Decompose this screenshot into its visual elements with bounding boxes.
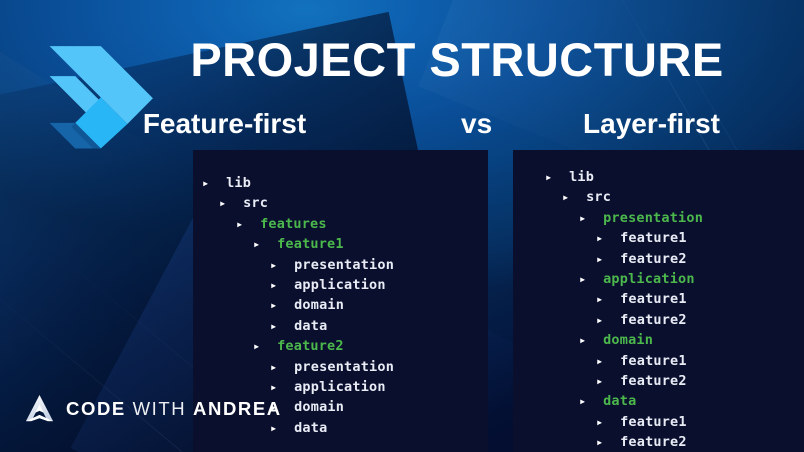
chevron-right-icon[interactable]: ▸: [579, 272, 587, 287]
tree-row-label: features: [260, 215, 327, 232]
chevron-right-icon[interactable]: ▸: [270, 400, 278, 415]
tree-row[interactable]: ▸ feature1: [545, 289, 804, 309]
chevron-right-icon[interactable]: ▸: [270, 298, 278, 313]
tree-row-label: feature2: [620, 311, 687, 328]
tree-row-label: presentation: [603, 209, 704, 226]
tree-row-label: data: [603, 393, 637, 410]
subtitle-feature-first: Feature-first: [142, 108, 307, 139]
chevron-right-icon[interactable]: ▸: [270, 359, 278, 374]
tree-row[interactable]: ▸ src: [202, 193, 488, 213]
chevron-right-icon[interactable]: ▸: [545, 170, 553, 184]
tree-row[interactable]: ▸ feature1: [545, 351, 804, 371]
tree-row-label: application: [294, 379, 386, 396]
tree-row[interactable]: ▸ feature2: [545, 371, 804, 391]
tree-row-label: domain: [603, 332, 654, 349]
tree-row[interactable]: ▸ application: [202, 275, 488, 295]
brand-word-andrea: ANDREA: [193, 397, 282, 419]
subtitle-layer-first: Layer-first: [583, 108, 720, 139]
chevron-right-icon[interactable]: ▸: [596, 414, 604, 429]
tree-row-label: presentation: [294, 256, 395, 273]
chevron-right-icon[interactable]: ▸: [596, 251, 604, 266]
tree-row[interactable]: ▸ feature2: [202, 336, 488, 356]
chevron-right-icon[interactable]: ▸: [253, 237, 261, 252]
feature-first-panel: ▸ lib▸ src▸ features▸ feature1▸ presenta…: [193, 150, 488, 452]
tree-row-label: feature2: [620, 373, 687, 390]
tree-row[interactable]: ▸ feature1: [545, 412, 804, 432]
chevron-right-icon[interactable]: ▸: [202, 176, 210, 190]
chevron-right-icon[interactable]: ▸: [253, 339, 261, 354]
tree-row-label: feature1: [620, 291, 687, 308]
brand-logo[interactable]: CODE WITH ANDREA: [24, 393, 282, 424]
tree-row[interactable]: ▸ feature1: [545, 228, 804, 248]
tree-row-label: feature1: [620, 230, 687, 247]
layer-first-tree: ▸ lib▸ src▸ presentation▸ feature1▸ feat…: [513, 150, 804, 452]
code-with-andrea-triangle-icon: [25, 394, 54, 422]
chevron-right-icon[interactable]: ▸: [596, 231, 604, 246]
chevron-right-icon[interactable]: ▸: [270, 318, 278, 333]
chevron-right-icon[interactable]: ▸: [596, 374, 604, 389]
tree-row[interactable]: ▸ feature1: [202, 234, 488, 254]
flutter-logo-icon: [49, 46, 153, 149]
brand-word-with: WITH: [132, 397, 187, 419]
tree-row[interactable]: ▸ domain: [545, 330, 804, 350]
tree-row[interactable]: ▸ presentation: [202, 357, 488, 377]
tree-row[interactable]: ▸ data: [545, 391, 804, 411]
tree-row-label: lib: [226, 175, 252, 191]
tree-row[interactable]: ▸ feature2: [545, 249, 804, 269]
subtitle-row: Feature-first vs Layer-first: [0, 108, 804, 140]
tree-row-label: domain: [294, 399, 345, 416]
chevron-right-icon[interactable]: ▸: [596, 353, 604, 368]
chevron-right-icon[interactable]: ▸: [236, 216, 244, 231]
layer-first-panel: ▸ lib▸ src▸ presentation▸ feature1▸ feat…: [513, 150, 804, 452]
chevron-right-icon[interactable]: ▸: [270, 420, 278, 435]
tree-row-label: application: [603, 271, 695, 288]
tree-row-label: application: [294, 277, 386, 294]
tree-row-label: src: [586, 189, 612, 206]
chevron-right-icon[interactable]: ▸: [579, 333, 587, 348]
tree-row[interactable]: ▸ application: [202, 377, 488, 397]
brand-text: CODE WITH ANDREA: [66, 398, 282, 420]
tree-row[interactable]: ▸ src: [545, 187, 804, 207]
tree-row[interactable]: ▸ application: [545, 269, 804, 289]
tree-row-label: feature1: [277, 236, 344, 253]
tree-row[interactable]: ▸ features: [202, 214, 488, 234]
chevron-right-icon[interactable]: ▸: [579, 394, 587, 409]
tree-row[interactable]: ▸ domain: [202, 397, 488, 417]
brand-word-code: CODE: [66, 397, 126, 419]
chevron-right-icon[interactable]: ▸: [270, 257, 278, 272]
chevron-right-icon[interactable]: ▸: [270, 380, 278, 395]
tree-row-label: data: [294, 317, 328, 334]
tree-row-label: lib: [569, 169, 595, 185]
chevron-right-icon[interactable]: ▸: [270, 278, 278, 293]
tree-row-label: feature2: [620, 434, 687, 451]
tree-row[interactable]: ▸ lib: [545, 167, 804, 187]
tree-row-label: feature2: [620, 250, 687, 267]
tree-row-label: data: [294, 419, 328, 436]
chevron-right-icon[interactable]: ▸: [579, 210, 587, 225]
tree-row[interactable]: ▸ feature2: [545, 432, 804, 452]
tree-row-label: feature1: [620, 352, 687, 369]
tree-row[interactable]: ▸ presentation: [545, 208, 804, 228]
chevron-right-icon[interactable]: ▸: [562, 190, 570, 205]
page-title: PROJECT STRUCTURE: [190, 33, 724, 86]
chevron-right-icon[interactable]: ▸: [596, 435, 604, 450]
tree-row[interactable]: ▸ data: [202, 316, 488, 336]
chevron-right-icon[interactable]: ▸: [219, 196, 227, 211]
feature-first-tree: ▸ lib▸ src▸ features▸ feature1▸ presenta…: [193, 150, 488, 438]
tree-row-label: feature1: [620, 413, 687, 430]
tree-row-label: feature2: [277, 338, 344, 355]
tree-row-label: presentation: [294, 358, 395, 375]
chevron-right-icon[interactable]: ▸: [596, 312, 604, 327]
tree-row[interactable]: ▸ feature2: [545, 310, 804, 330]
tree-row[interactable]: ▸ data: [202, 418, 488, 438]
tree-row-label: src: [243, 195, 269, 212]
tree-row[interactable]: ▸ presentation: [202, 255, 488, 275]
tree-row[interactable]: ▸ domain: [202, 295, 488, 315]
chevron-right-icon[interactable]: ▸: [596, 292, 604, 307]
tree-row[interactable]: ▸ lib: [202, 173, 488, 193]
tree-row-label: domain: [294, 297, 345, 314]
